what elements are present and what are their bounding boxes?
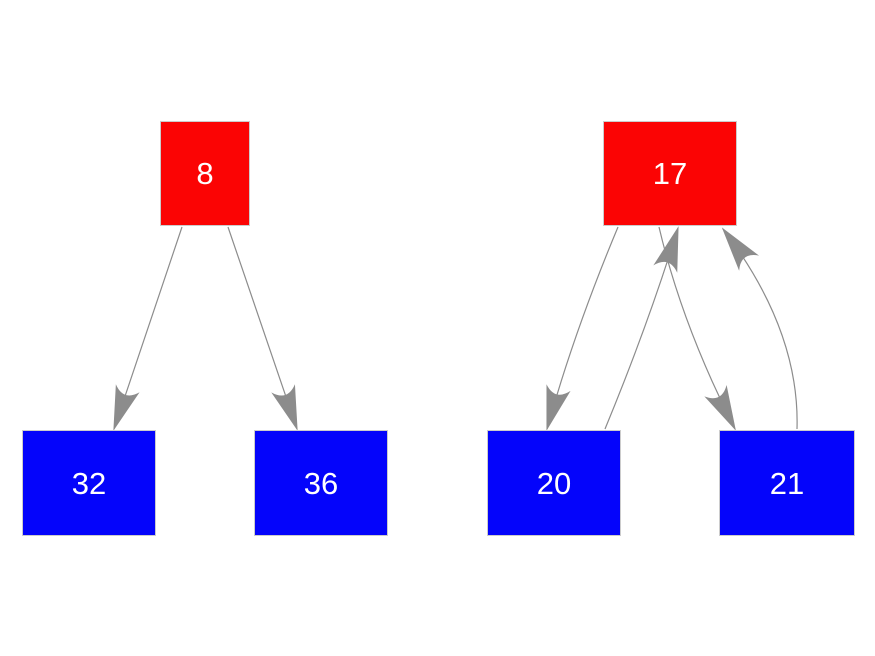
node-label-21: 21 bbox=[769, 465, 805, 501]
edge-17-to-21 bbox=[658, 226, 736, 431]
node-label-36: 36 bbox=[303, 465, 339, 501]
node-label-32: 32 bbox=[71, 465, 107, 501]
edge-20-to-17 bbox=[604, 226, 679, 430]
node-21[interactable]: 21 bbox=[719, 430, 855, 536]
node-8[interactable]: 8 bbox=[160, 121, 250, 226]
edge-21-to-17 bbox=[721, 227, 798, 430]
node-32[interactable]: 32 bbox=[22, 430, 156, 536]
edge-17-to-20 bbox=[546, 226, 619, 431]
node-label-17: 17 bbox=[652, 156, 688, 191]
edge-8-to-32 bbox=[113, 226, 183, 431]
node-label-20: 20 bbox=[536, 465, 572, 501]
node-36[interactable]: 36 bbox=[254, 430, 388, 536]
node-17[interactable]: 17 bbox=[603, 121, 737, 226]
node-20[interactable]: 20 bbox=[487, 430, 621, 536]
edge-8-to-36 bbox=[227, 226, 298, 431]
node-label-8: 8 bbox=[196, 156, 214, 191]
edge-group bbox=[113, 226, 798, 431]
